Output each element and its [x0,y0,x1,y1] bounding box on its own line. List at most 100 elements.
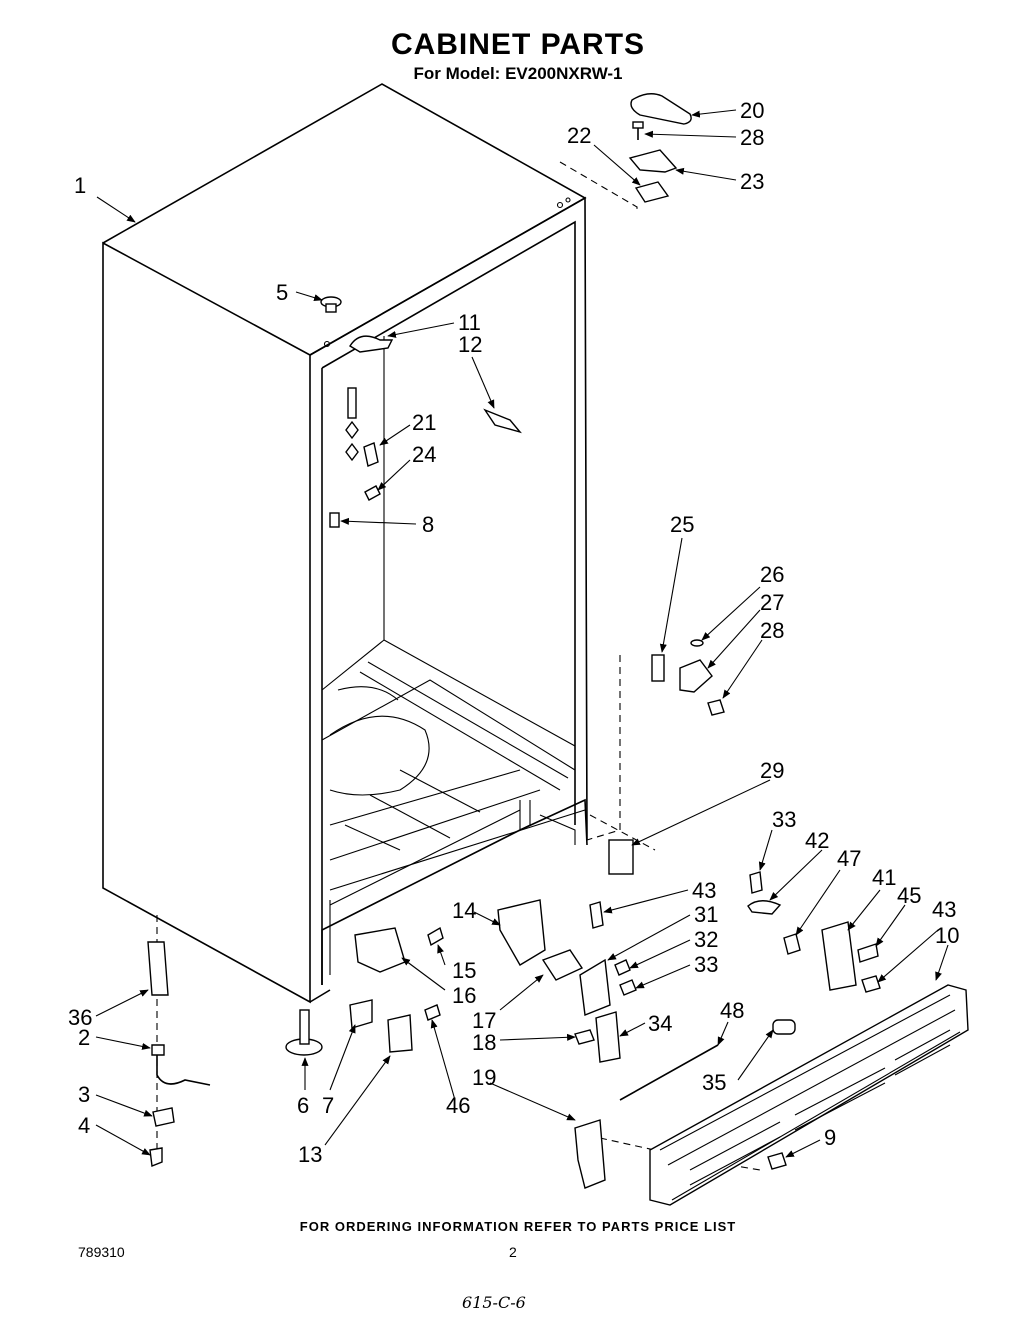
grille-screw-part [767,1152,787,1170]
callout-35: 35 [702,1070,726,1095]
roller-spring-part [147,941,169,996]
bottom-hinge-plate-part [608,839,634,875]
hinge-screw-part [589,901,604,929]
cabinet-shell [102,83,588,1004]
leader-lines [95,109,949,1158]
hinge-shim-part [634,181,670,203]
handwritten-note: 615-C-6 [462,1293,526,1312]
plug-button-part [320,296,342,313]
lower-screw-part [427,926,444,947]
hinge-cover-part [630,93,692,125]
screw-part [364,485,381,501]
kick-plate-screw-part [861,975,881,993]
callout-28-mid: 28 [760,618,784,643]
callout-3: 3 [78,1082,90,1107]
terminal-part [783,933,801,955]
callout-10: 10 [935,923,959,948]
callout-46: 46 [446,1093,470,1118]
grille-clip-part [857,943,879,963]
center-hinge-part [679,659,713,693]
model-subtitle: For Model: EV200NXRW-1 [413,64,623,83]
leveling-leg-part [285,1009,323,1056]
hinge-block-part [595,1011,621,1063]
callout-33-top: 33 [772,807,796,832]
callout-48: 48 [720,998,744,1023]
bushing-part [363,442,379,467]
callout-1: 1 [74,173,86,198]
bottom-hinge-bracket-part [579,958,611,1016]
clamp-screw-part [749,871,763,894]
toe-grille-part [649,984,969,1206]
callout-26: 26 [760,562,784,587]
callout-43-mid: 43 [692,878,716,903]
ordering-note: FOR ORDERING INFORMATION REFER TO PARTS … [299,1219,737,1234]
callout-7: 7 [322,1093,334,1118]
callout-24: 24 [412,442,436,467]
callout-21: 21 [412,410,436,435]
callout-2: 2 [78,1025,90,1050]
top-hinge-alignment-line [559,161,638,213]
roller-collar-part [151,1044,165,1056]
grille-bracket-part [574,1119,606,1189]
callout-17: 17 [472,1008,496,1033]
thermostat-part [541,949,584,981]
callout-5: 5 [276,280,288,305]
bottom-bracket-part [354,927,406,973]
harness-connectors-part [345,387,359,462]
callout-41: 41 [872,865,896,890]
callout-9: 9 [824,1125,836,1150]
callout-42: 42 [805,828,829,853]
callout-23: 23 [740,169,764,194]
spacer-part [349,999,373,1029]
kick-plate-bracket-part [821,921,857,991]
clip-part [483,408,522,434]
callout-45: 45 [897,883,921,908]
callout-15: 15 [452,958,476,983]
side-hinge-alignment-line [586,655,621,841]
page-title: CABINET PARTS [390,28,646,61]
wire-part [619,1044,719,1101]
callout-28-top: 28 [740,125,764,150]
callout-8: 8 [422,512,434,537]
hinge-plate-part [651,654,665,682]
callout-31: 31 [694,902,718,927]
bottom-hinge-alignment-line [589,814,656,851]
callout-27: 27 [760,590,784,615]
callout-11: 11 [458,310,481,335]
document-number: 789310 [78,1244,125,1260]
door-stop-part [329,512,340,528]
center-hinge-screw-part [707,699,725,716]
callout-34: 34 [648,1011,672,1036]
callout-20: 20 [740,98,764,123]
callout-32: 32 [694,927,718,952]
wire-harness-part [349,335,394,353]
callout-numbers: 1 20 28 22 23 5 11 12 21 24 8 25 26 27 2… [68,98,959,1167]
callout-14: 14 [452,898,476,923]
toe-bracket-part [387,1014,413,1053]
callout-16: 16 [452,983,476,1008]
callout-36: 36 [68,1005,92,1030]
washer-part [690,639,704,647]
page-number: 2 [509,1244,517,1260]
callout-4: 4 [78,1113,90,1138]
callout-18: 18 [472,1030,496,1055]
toe-screw-part [424,1004,441,1021]
roller-rod-part [156,1050,211,1086]
callout-47: 47 [837,846,861,871]
callout-43-right: 43 [932,897,956,922]
bracket-screw-two-part [614,959,631,976]
top-hinge-screw-part [632,121,644,140]
callout-19: 19 [472,1065,496,1090]
callout-12: 12 [458,332,482,357]
roller-part [152,1107,175,1127]
callout-33-mid: 33 [694,952,718,977]
callout-6: 6 [297,1093,309,1118]
top-hinge-part [628,149,678,173]
roller-screw-part [149,1147,163,1167]
wire-clamp-part [747,900,782,915]
callout-25: 25 [670,512,694,537]
hinge-cover-lower-part [497,899,546,966]
hinge-pin-screw-part [574,1029,595,1045]
callout-13: 13 [298,1142,322,1167]
